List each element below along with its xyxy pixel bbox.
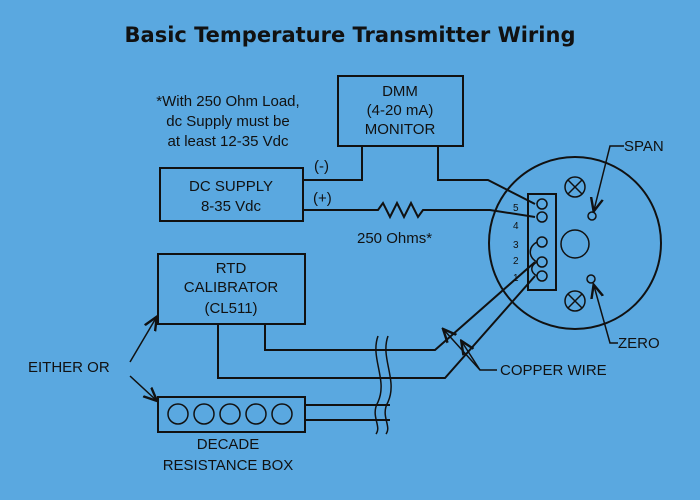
wire-supply-minus-to-dmm (303, 146, 363, 181)
note-line-2: dc Supply must be (166, 113, 289, 130)
either-arrow-down (129, 375, 156, 400)
plus-terminal-label: (+) (313, 190, 332, 207)
wire-dmm-to-terminal-5 (437, 146, 536, 205)
dmm-monitor-label: MONITOR (365, 121, 436, 138)
zero-potentiometer (564, 290, 586, 312)
calibrator-label-1: RTD (216, 260, 247, 277)
either-or-label: EITHER OR (28, 359, 110, 376)
dc-supply-box: DC SUPPLY 8-35 Vdc (159, 167, 304, 222)
wire-calibrator-to-terminal-1 (217, 275, 536, 379)
decade-box-label-1: DECADE (197, 436, 260, 453)
terminal-4-label: 4 (513, 221, 519, 232)
transmitter-head (488, 156, 662, 330)
either-arrow-up (129, 318, 156, 363)
dc-supply-voltage-label: 8-35 Vdc (201, 198, 262, 215)
jumper-3-2 (529, 241, 538, 263)
diagram-title: Basic Temperature Transmitter Wiring (125, 23, 576, 47)
resistor-label: 250 Ohms* (357, 230, 432, 247)
calibrator-label-2: CALIBRATOR (184, 279, 279, 296)
note-line-1: *With 250 Ohm Load, (156, 93, 299, 110)
note-line-3: at least 12-35 Vdc (168, 133, 289, 150)
center-hole (560, 229, 590, 259)
dc-supply-label: DC SUPPLY (189, 178, 273, 195)
span-potentiometer (564, 176, 586, 198)
minus-terminal-label: (-) (314, 158, 329, 175)
dmm-monitor-box: DMM (4-20 mA) MONITOR (337, 75, 464, 147)
dmm-label: DMM (382, 83, 418, 100)
supply-note: *With 250 Ohm Load, dc Supply must be at… (156, 93, 299, 150)
wire-calibrator-to-terminal-2 (264, 261, 536, 351)
span-label: SPAN (624, 138, 664, 155)
span-pointer (594, 145, 624, 210)
copper-arrow-2 (462, 342, 481, 371)
wire-supply-plus-through-resistor (303, 200, 536, 220)
zero-label: ZERO (618, 335, 660, 352)
jumper-2-1 (531, 261, 538, 277)
terminal-2-label: 2 (513, 256, 519, 267)
terminal-block: 5 4 3 2 1 (513, 198, 548, 284)
zero-pointer (594, 286, 618, 344)
terminal-5-label: 5 (513, 203, 519, 214)
decade-box-label-2: RESISTANCE BOX (163, 457, 294, 474)
copper-wire-label: COPPER WIRE (500, 362, 607, 379)
rtd-calibrator-box: RTD CALIBRATOR (CL511) (157, 253, 306, 325)
zero-screw (586, 274, 596, 284)
span-screw (587, 211, 597, 221)
wire-break-marks (374, 335, 392, 435)
calibrator-model: (CL511) (204, 300, 257, 317)
dmm-range-label: (4-20 mA) (367, 102, 434, 119)
decade-resistance-box (157, 396, 306, 433)
terminal-3-label: 3 (513, 240, 519, 251)
